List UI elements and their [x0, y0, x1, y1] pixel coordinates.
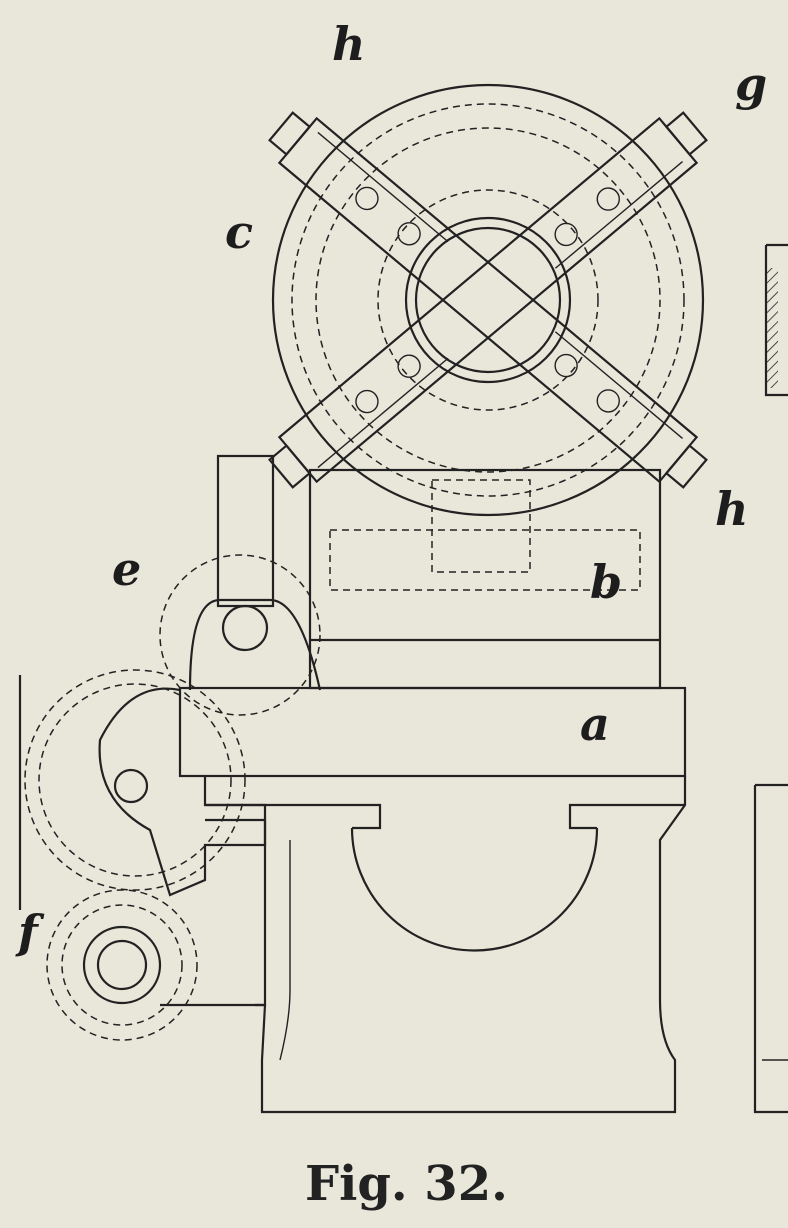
label-g: g: [735, 57, 767, 111]
workpiece-section: [404, 216, 572, 384]
label-f: f: [15, 905, 45, 959]
feed-lever: [18, 669, 267, 910]
turret-disc: [271, 83, 705, 517]
tool-bar-h-to-h: [268, 111, 708, 489]
adjacent-figure-fragment: [753, 243, 788, 1114]
label-b: b: [590, 555, 622, 609]
label-e: e: [112, 542, 141, 596]
label-h-right: h: [715, 482, 748, 536]
carriage-body: [308, 468, 662, 690]
gear-rack: [159, 454, 322, 716]
lathe-bed: [178, 686, 687, 1114]
tool-bar-g-to-c: [268, 111, 708, 489]
label-c: c: [225, 205, 253, 259]
figure-caption: Fig. 32.: [305, 1156, 508, 1212]
label-a: a: [580, 697, 610, 751]
label-h-top: h: [332, 17, 365, 71]
lower-gear: [46, 889, 265, 1041]
